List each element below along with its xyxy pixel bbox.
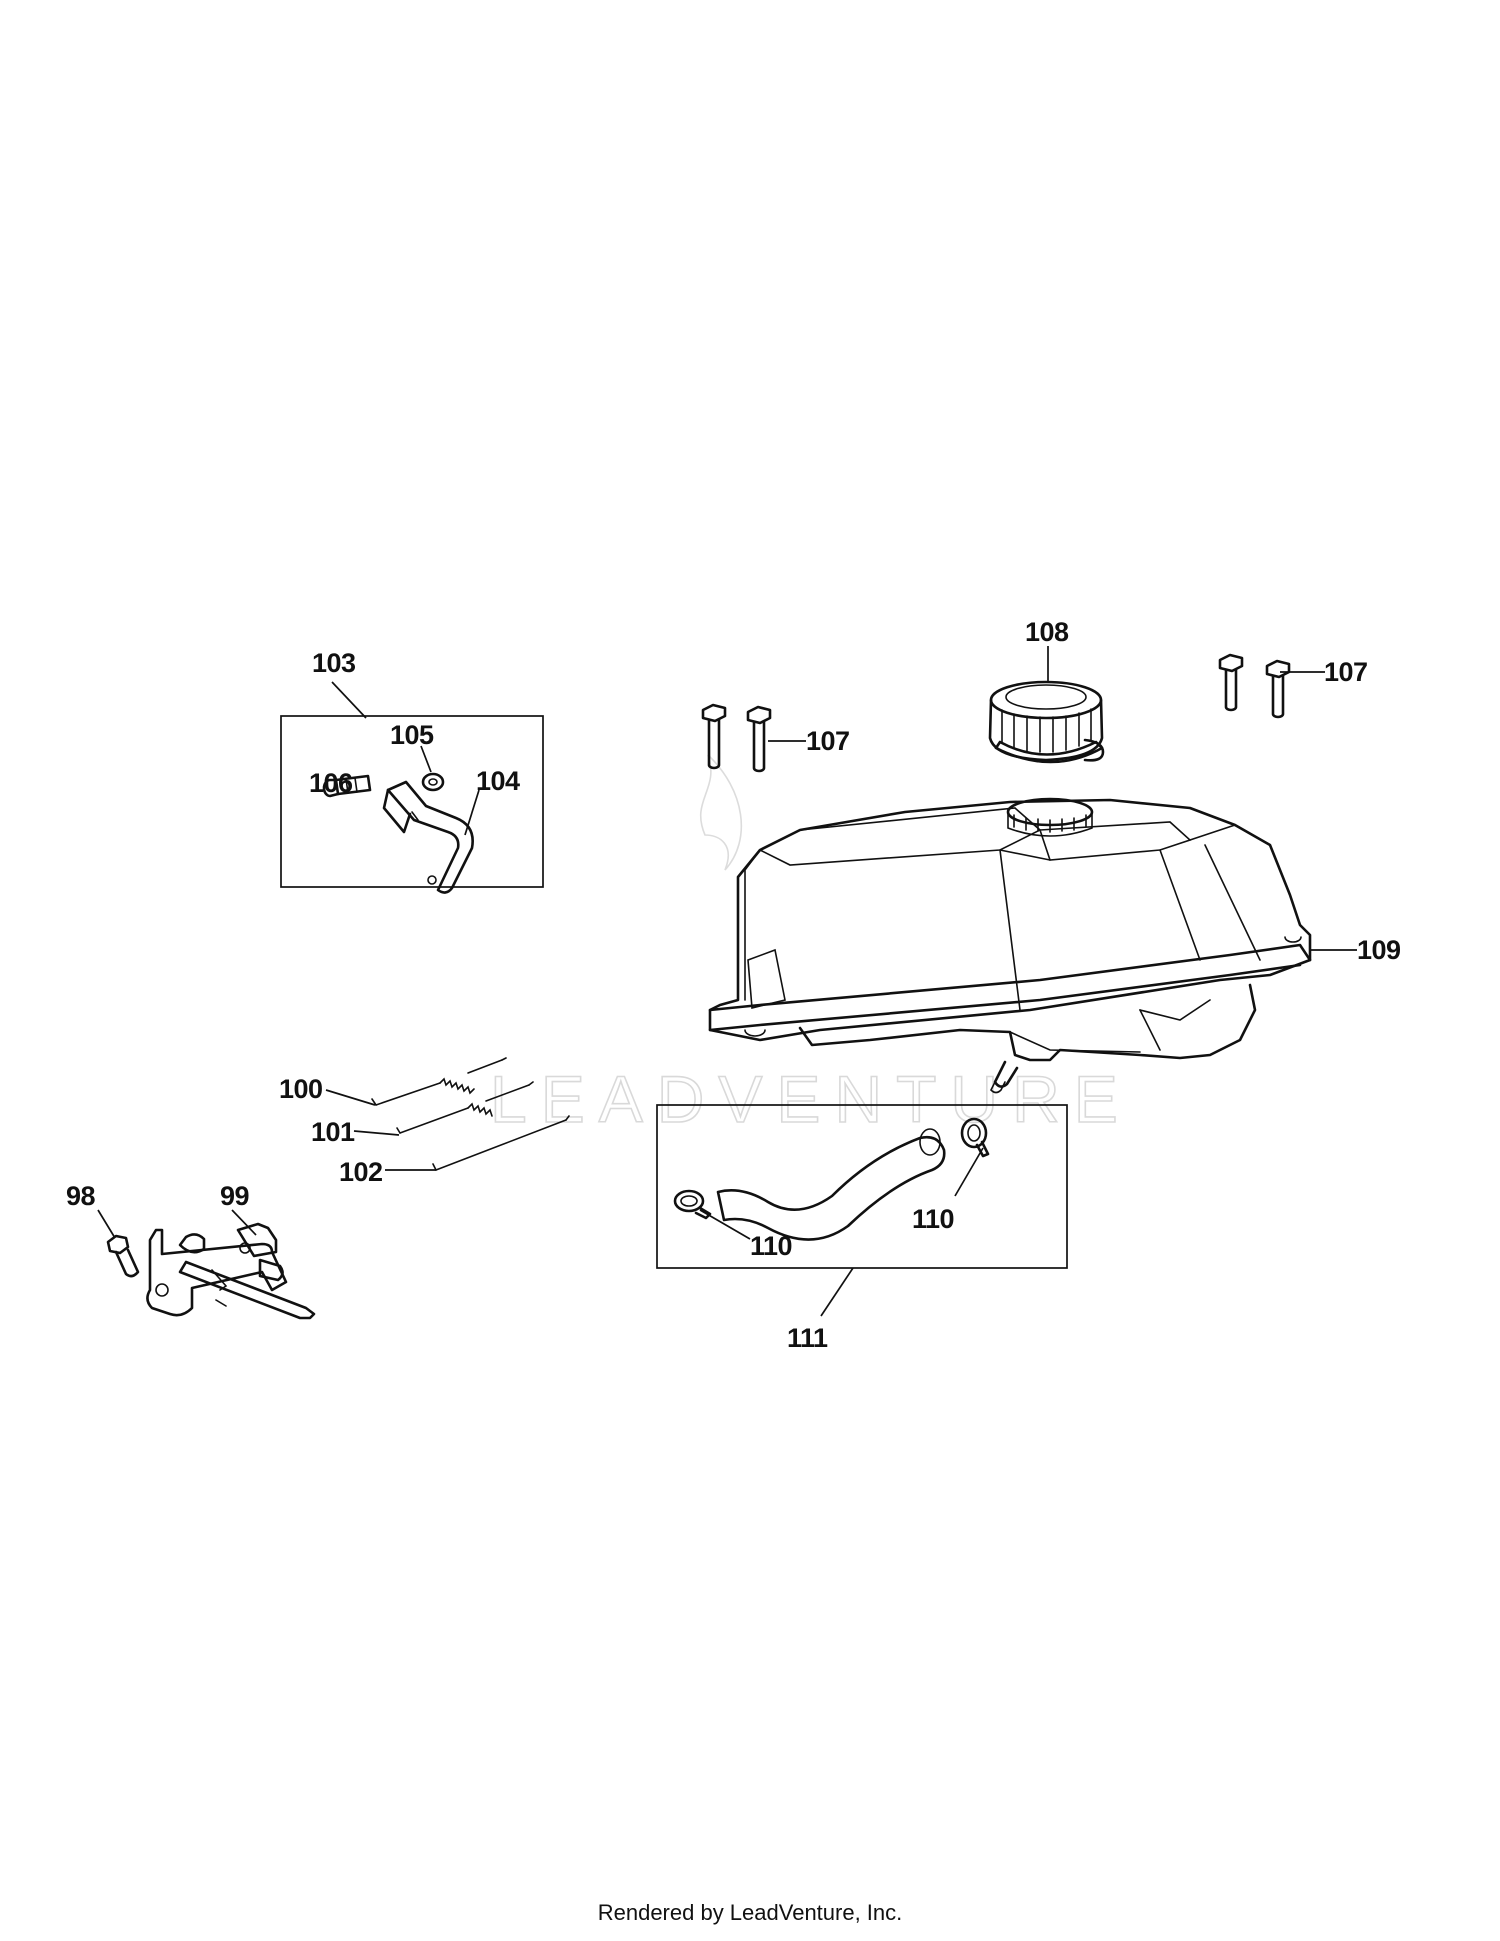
link-102 <box>432 1115 570 1171</box>
fuel-cap-108 <box>988 680 1105 764</box>
callout-110-left[interactable]: 110 <box>750 1231 793 1261</box>
callout-106[interactable]: 106 <box>309 768 354 798</box>
callout-107-right[interactable]: 107 <box>1324 657 1368 687</box>
watermark-text: LEADVENTURE <box>490 1062 1132 1136</box>
callout-102[interactable]: 102 <box>339 1157 383 1187</box>
callout-111[interactable]: 111 <box>787 1323 829 1353</box>
bolt-98 <box>106 1234 140 1278</box>
bolt-107-left-b <box>746 705 772 773</box>
bolt-107-right-a <box>1218 653 1244 712</box>
callout-108[interactable]: 108 <box>1025 617 1070 647</box>
nut-105 <box>421 772 445 792</box>
link-101 <box>396 1081 534 1134</box>
callout-110-right[interactable]: 110 <box>912 1204 955 1234</box>
bolt-107-right-b <box>1265 659 1291 719</box>
callout-101[interactable]: 101 <box>311 1117 356 1147</box>
throttle-control-99 <box>146 1222 316 1320</box>
hose-clamp-110-left <box>673 1189 712 1220</box>
bolt-107-left-a <box>701 703 727 770</box>
fuel-tank-109 <box>708 797 1312 1094</box>
footer-credit: Rendered by LeadVenture, Inc. <box>597 1900 903 1925</box>
callout-107-left[interactable]: 107 <box>806 726 850 756</box>
callout-104[interactable]: 104 <box>476 766 521 796</box>
callout-98[interactable]: 98 <box>66 1181 96 1211</box>
hose-clamp-110-right <box>960 1117 990 1158</box>
kit-box-111 <box>656 1104 1068 1269</box>
callout-99[interactable]: 99 <box>220 1181 250 1211</box>
callout-105[interactable]: 105 <box>390 720 435 750</box>
watermark: LEADVENTURE <box>489 754 1132 1137</box>
bracket-104 <box>382 780 474 894</box>
screw-106 <box>322 774 372 798</box>
callout-100[interactable]: 100 <box>279 1074 323 1104</box>
callout-109[interactable]: 109 <box>1357 935 1402 965</box>
callout-103[interactable]: 103 <box>312 648 357 678</box>
link-100 <box>371 1057 507 1106</box>
kit-box-103 <box>280 715 544 888</box>
fuel-hose <box>716 1128 946 1241</box>
